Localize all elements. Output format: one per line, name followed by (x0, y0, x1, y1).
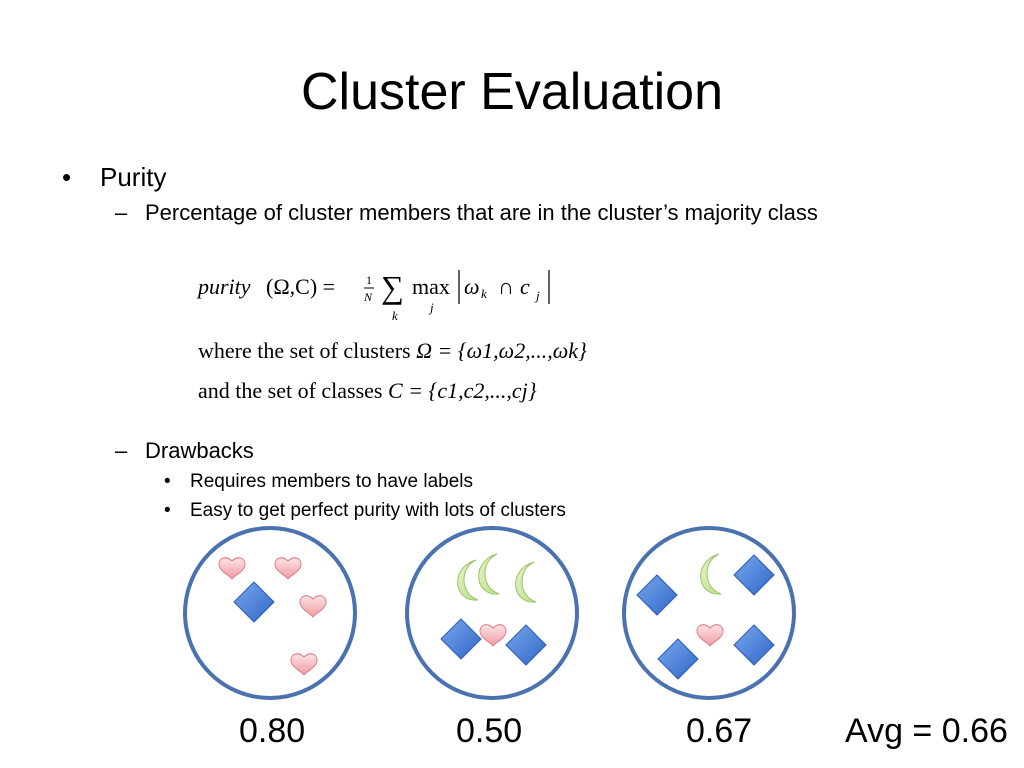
cluster-score-1: 0.80 (239, 712, 306, 750)
slide-title: Cluster Evaluation (301, 63, 723, 121)
formula-cap: ∩ (498, 274, 514, 299)
formula-omega-sub: k (481, 286, 487, 301)
formula-max-sub: j (428, 300, 434, 315)
cluster-score-3: 0.67 (686, 712, 753, 750)
formula-and-line: and the set of classes C = {c1,c2,...,cj… (198, 378, 537, 404)
formula-max: max (412, 274, 450, 299)
formula-args: (Ω,C) = (266, 274, 335, 299)
formula-c: c (520, 274, 530, 299)
formula-fn: purity (196, 274, 251, 299)
dash-icon: – (115, 200, 128, 225)
formula-where-line: where the set of clusters Ω = {ω1,ω2,...… (198, 338, 587, 364)
purity-desc-text: Percentage of cluster members that are i… (145, 200, 818, 225)
formula-frac-den: N (363, 290, 373, 304)
where-prefix: where the set of clusters (198, 338, 411, 363)
cluster-circle-3 (622, 526, 796, 700)
cluster-circle-2 (405, 526, 579, 700)
formula-sum-sub: k (392, 308, 398, 323)
where-set: Ω = {ω1,ω2,...,ωk} (416, 338, 587, 363)
formula-omega: ω (464, 274, 480, 299)
dash-icon: – (115, 438, 128, 463)
formula-frac-num: 1 (366, 273, 372, 287)
bullet-dot-icon: • (62, 162, 72, 192)
cluster-score-2: 0.50 (456, 712, 523, 750)
formula-c-sub: j (534, 288, 540, 303)
bullet-dot-icon: • (164, 471, 171, 492)
purity-formula-svg: purity (Ω,C) = 1 N ∑ k max j ω k ∩ c j (196, 269, 550, 323)
drawback-item-text: Requires members to have labels (190, 471, 474, 492)
drawback-item-text: Easy to get perfect purity with lots of … (190, 500, 566, 521)
average-score: Avg = 0.66 (845, 712, 1008, 750)
and-set: C = {c1,c2,...,cj} (388, 378, 537, 403)
cluster-circle-1 (183, 526, 357, 700)
formula-sum: ∑ (381, 269, 404, 305)
and-prefix: and the set of classes (198, 378, 383, 403)
bullet-dot-icon: • (164, 500, 171, 521)
bullet-purity-label: Purity (100, 162, 167, 192)
drawbacks-label: Drawbacks (145, 438, 254, 463)
